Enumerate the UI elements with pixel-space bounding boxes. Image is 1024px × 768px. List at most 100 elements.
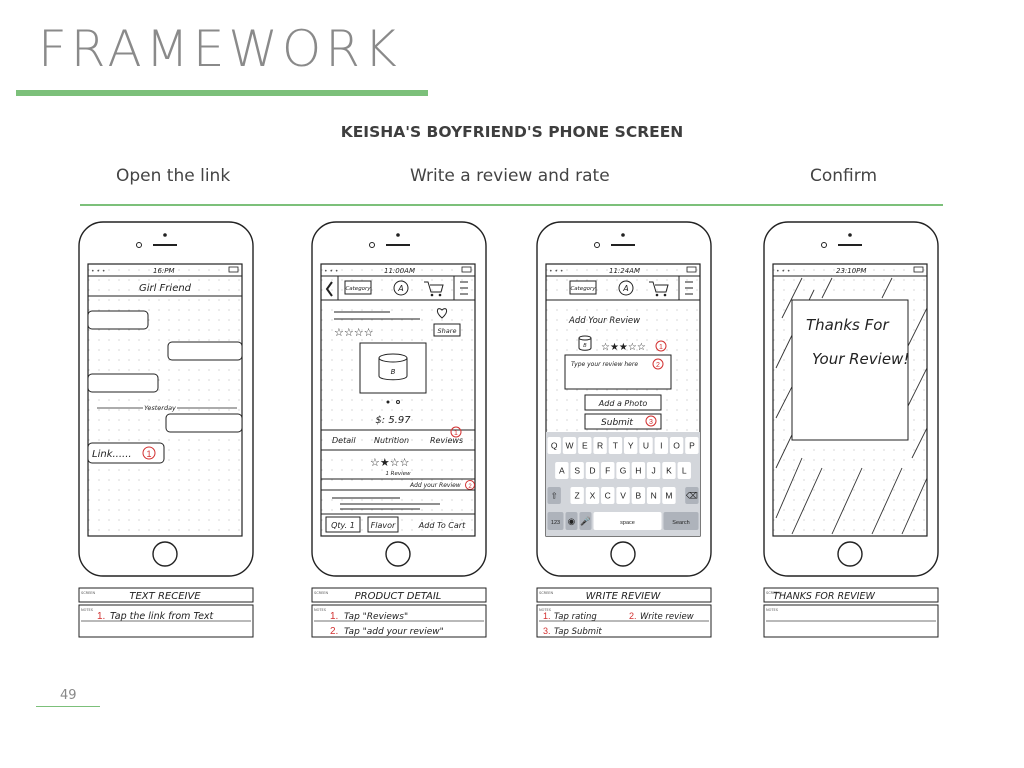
share-button[interactable] [433, 323, 461, 337]
account-icon[interactable] [618, 280, 634, 296]
key-a-label[interactable]: A [559, 466, 565, 476]
add-review-link[interactable]: Add your Review [409, 482, 461, 489]
key-j-label[interactable]: J [652, 466, 656, 476]
key-c[interactable] [601, 487, 615, 504]
add-photo-button[interactable] [584, 394, 662, 411]
key-r[interactable] [593, 437, 607, 454]
backspace-key-label[interactable]: ⌫ [686, 491, 699, 501]
tab-nutrition[interactable]: Nutrition [374, 436, 409, 445]
key-m-label[interactable]: M [665, 491, 672, 501]
key-u[interactable] [639, 437, 653, 454]
key-y[interactable] [624, 437, 638, 454]
key-q-label[interactable]: Q [551, 441, 558, 451]
key-g-label[interactable]: G [620, 466, 627, 476]
key-h-label[interactable]: H [635, 466, 641, 476]
key-s-label[interactable]: S [574, 466, 580, 476]
key-p-label[interactable]: P [689, 441, 695, 451]
key-y-label[interactable]: Y [628, 441, 634, 451]
key-w-label[interactable]: W [565, 441, 573, 451]
svg-text:A[interactable]: A [622, 284, 628, 293]
search-key-label[interactable]: Search [672, 520, 689, 526]
key-n[interactable] [646, 487, 661, 504]
key-i-label[interactable]: I [660, 441, 662, 451]
svg-text:Qty. 1[interactable]: Qty. 1 [331, 521, 355, 530]
submit-button[interactable] [584, 413, 662, 430]
key-q[interactable] [547, 437, 561, 454]
key-z[interactable] [570, 487, 584, 504]
key-b[interactable] [631, 487, 646, 504]
mic-key-label[interactable]: 🎤 [580, 516, 591, 526]
cart-icon[interactable] [424, 281, 444, 293]
key-l[interactable] [677, 462, 691, 479]
menu-icon[interactable] [460, 281, 468, 295]
tab-reviews[interactable]: Reviews [430, 436, 463, 445]
add-to-cart-button[interactable]: Add To Cart [418, 521, 466, 530]
shift-key[interactable] [547, 487, 561, 504]
key-s[interactable] [570, 462, 584, 479]
key-c-label[interactable]: C [605, 491, 611, 501]
menu-icon[interactable] [685, 281, 693, 295]
key-t[interactable] [608, 437, 623, 454]
svg-text:Add a Photo[interactable]: Add a Photo [598, 399, 648, 408]
key-h[interactable] [631, 462, 646, 479]
key-d[interactable] [585, 462, 600, 479]
key-x[interactable] [585, 487, 600, 504]
key-j[interactable] [646, 462, 661, 479]
key-g[interactable] [616, 462, 630, 479]
numbers-key-label[interactable]: 123 [551, 520, 560, 526]
key-e-label[interactable]: E [582, 441, 588, 451]
mic-key[interactable] [579, 512, 592, 530]
key-m[interactable] [662, 487, 676, 504]
back-arrow-icon[interactable] [325, 281, 333, 297]
key-e[interactable] [578, 437, 592, 454]
key-a[interactable] [555, 462, 569, 479]
tab-detail[interactable]: Detail [332, 436, 356, 445]
key-b-label[interactable]: B [636, 491, 642, 501]
svg-text:A[interactable]: A [397, 284, 403, 293]
key-o[interactable] [669, 437, 684, 454]
key-p[interactable] [685, 437, 699, 454]
key-k[interactable] [662, 462, 676, 479]
screen-name: TEXT RECEIVE [129, 591, 201, 602]
key-o-label[interactable]: O [673, 441, 680, 451]
heart-icon[interactable] [436, 308, 448, 319]
cart-icon[interactable] [649, 281, 669, 293]
svg-text:Flavor[interactable]: Flavor [371, 521, 396, 530]
key-d-label[interactable]: D [589, 466, 595, 476]
search-key[interactable] [663, 512, 699, 530]
link-text[interactable]: Link...... [92, 449, 132, 460]
review-stars: ☆★☆☆ [370, 456, 410, 469]
account-icon[interactable] [393, 280, 409, 296]
globe-key-label[interactable]: ◉ [568, 516, 576, 526]
svg-text:Share[interactable]: Share [438, 327, 457, 335]
numbers-key[interactable] [547, 512, 564, 530]
category-button[interactable] [344, 280, 372, 295]
key-l-label[interactable]: L [682, 466, 687, 476]
globe-key[interactable] [565, 512, 578, 530]
key-f-label[interactable]: F [605, 466, 610, 476]
key-t-label[interactable]: T [613, 441, 618, 451]
key-i[interactable] [654, 437, 668, 454]
shift-key-label[interactable]: ⇧ [551, 491, 558, 501]
key-k-label[interactable]: K [666, 466, 672, 476]
key-u-label[interactable]: U [643, 441, 649, 451]
flavor-selector[interactable] [367, 516, 399, 533]
category-button[interactable] [569, 280, 597, 295]
rating-input-stars[interactable]: ☆★★☆☆ [601, 342, 646, 353]
svg-text:Submit[interactable]: Submit [601, 418, 633, 428]
key-n-label[interactable]: N [651, 491, 657, 501]
key-f[interactable] [601, 462, 615, 479]
review-textarea[interactable] [564, 354, 672, 390]
space-key-label[interactable]: space [620, 520, 635, 526]
key-v[interactable] [616, 487, 630, 504]
key-z-label[interactable]: Z [575, 491, 580, 501]
key-x-label[interactable]: X [590, 491, 596, 501]
svg-text:Category[interactable]: Category [570, 286, 596, 292]
svg-text:Category[interactable]: Category [345, 286, 371, 292]
key-r-label[interactable]: R [597, 441, 603, 451]
key-w[interactable] [562, 437, 577, 454]
space-key[interactable] [593, 512, 662, 530]
quantity-selector[interactable] [325, 516, 361, 533]
backspace-key[interactable] [685, 487, 699, 504]
key-v-label[interactable]: V [620, 491, 626, 501]
